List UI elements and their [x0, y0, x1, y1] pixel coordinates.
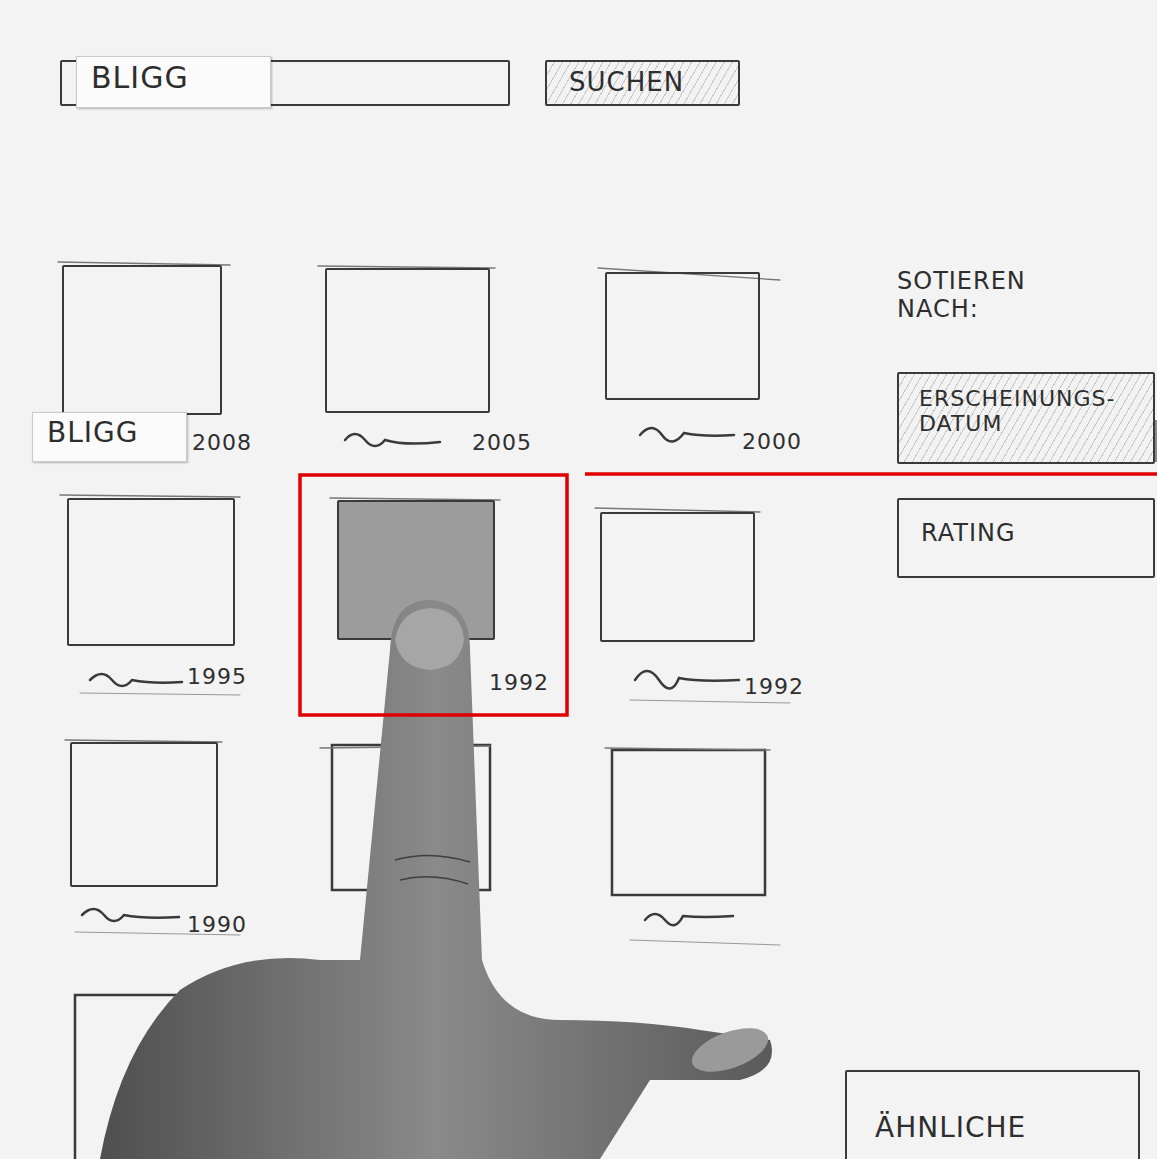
search-field: BLIGG: [60, 60, 510, 106]
thumbnail-box: [340, 995, 490, 1159]
thumbnail-box: 1990: [70, 742, 218, 887]
year-label: 2005: [472, 430, 552, 455]
button-box: ÄHNLICHE: [845, 1070, 1140, 1159]
thumbnail-box: 2000: [605, 272, 760, 400]
highlight-box: [300, 475, 567, 715]
thumbnail-box: 2005: [325, 268, 490, 413]
thumb-nail: [686, 1019, 773, 1080]
paper-slip-text: BLIGG: [76, 56, 271, 108]
section-label: SOTIEREN NACH:: [897, 268, 1067, 323]
finger-shape: [100, 600, 772, 1159]
button-box: ERSCHEINUNGS- DATUM: [897, 372, 1155, 464]
thumbnail-box: 1992: [600, 512, 755, 642]
title-squiggle: [345, 434, 440, 446]
thumbnail-box: [612, 750, 765, 895]
year-label: 1992: [744, 674, 824, 699]
button-label: ÄHNLICHE: [875, 1112, 1115, 1144]
button-label: SUCHEN: [569, 68, 739, 98]
thumbnail-box: [332, 745, 490, 890]
knuckle-line: [395, 855, 470, 884]
title-squiggle: [645, 914, 733, 925]
title-squiggle: [82, 909, 179, 921]
thumbnail-box: BLIGG2008: [62, 265, 222, 415]
year-label: 1995: [187, 664, 267, 689]
thumbnail-box: 1995: [67, 498, 235, 646]
button-label: ERSCHEINUNGS- DATUM: [919, 386, 1134, 437]
title-squiggle: [90, 674, 182, 686]
button-label: RATING: [921, 520, 1121, 548]
thumbnail-box: [75, 995, 235, 1159]
year-label: 2008: [192, 430, 272, 455]
title-squiggle: [640, 428, 734, 442]
paper-slip-text: BLIGG: [32, 412, 187, 462]
year-label: 2000: [742, 429, 822, 454]
button-box: SUCHEN: [545, 60, 740, 106]
fingernail: [395, 608, 464, 670]
underline: [75, 693, 790, 945]
year-label: 1992: [489, 670, 569, 695]
highlight-line: [585, 472, 1157, 476]
thumbnail-box: 1992: [337, 500, 495, 640]
title-squiggle: [635, 671, 739, 689]
button-box: RATING: [897, 498, 1155, 578]
year-label: 1990: [187, 912, 267, 937]
sketch-stroke: [58, 262, 780, 750]
